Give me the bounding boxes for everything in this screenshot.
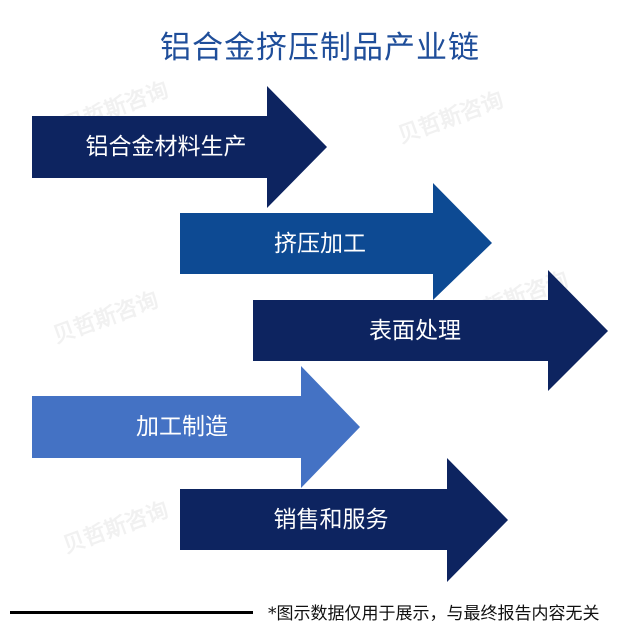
arrow-3-label: 表面处理 bbox=[369, 318, 461, 344]
arrow-3-shape bbox=[253, 270, 608, 391]
arrow-5-label: 销售和服务 bbox=[273, 507, 389, 533]
arrow-2-shape bbox=[180, 183, 492, 300]
arrow-4-label: 加工制造 bbox=[136, 414, 228, 440]
page-title: 铝合金挤压制品产业链 bbox=[160, 30, 480, 66]
arrow-1-shape bbox=[32, 86, 327, 208]
arrow-2-label: 挤压加工 bbox=[274, 231, 366, 257]
arrow-1-label: 铝合金材料生产 bbox=[85, 134, 247, 160]
footer-disclaimer: *图示数据仅用于展示，与最终报告内容无关 bbox=[268, 604, 600, 624]
arrow-4-shape bbox=[32, 366, 360, 488]
arrow-5-shape bbox=[180, 458, 508, 582]
footer-divider bbox=[10, 611, 253, 614]
